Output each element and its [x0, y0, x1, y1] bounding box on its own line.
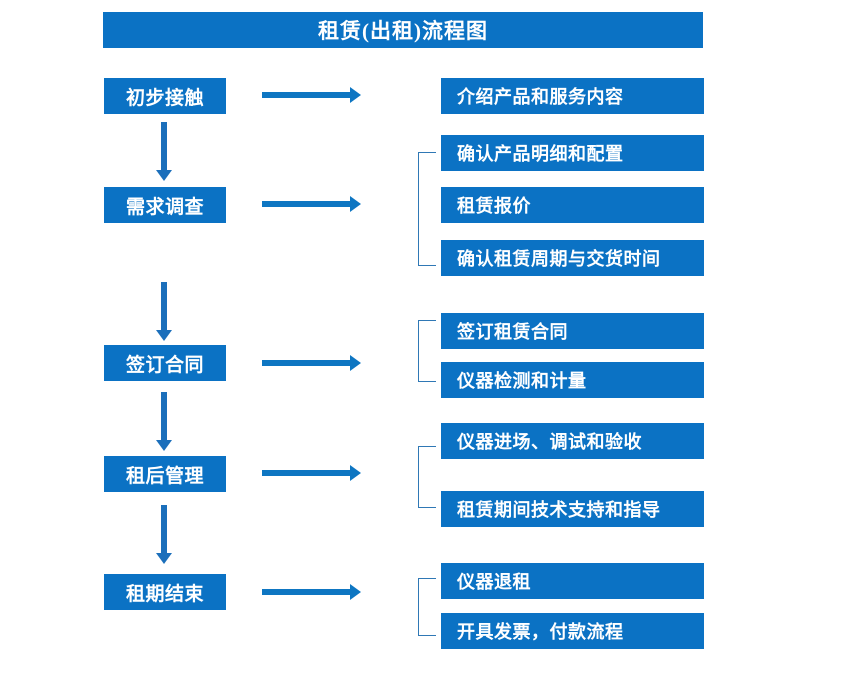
flow-arrow-down-4	[155, 505, 173, 564]
flow-arrow-down-2	[155, 282, 173, 341]
page-title: 租赁(出租)流程图	[103, 12, 703, 48]
detail-box-2-3[interactable]: 确认租赁周期与交货时间	[441, 240, 704, 276]
arrow-shaft	[161, 282, 167, 330]
arrow-head	[350, 355, 361, 371]
detail-box-4-1[interactable]: 仪器进场、调试和验收	[441, 423, 704, 459]
detail-box-2-1[interactable]: 确认产品明细和配置	[441, 135, 704, 171]
flow-arrow-down-3	[155, 392, 173, 451]
group-bracket-3	[418, 320, 436, 382]
arrow-shaft	[161, 122, 167, 170]
arrow-head	[350, 87, 361, 103]
detail-box-5-2[interactable]: 开具发票，付款流程	[441, 613, 704, 649]
arrow-head	[350, 465, 361, 481]
stage-box-4[interactable]: 租后管理	[104, 456, 226, 492]
arrow-shaft	[262, 201, 350, 207]
detail-box-3-1[interactable]: 签订租赁合同	[441, 313, 704, 349]
detail-box-2-2[interactable]: 租赁报价	[441, 187, 704, 223]
flow-arrow-right-5	[262, 583, 361, 601]
stage-box-1[interactable]: 初步接触	[104, 78, 226, 114]
arrow-head	[350, 196, 361, 212]
stage-box-2[interactable]: 需求调查	[104, 187, 226, 223]
flow-arrow-right-3	[262, 354, 361, 372]
arrow-shaft	[161, 392, 167, 440]
group-bracket-2	[418, 152, 436, 266]
detail-box-4-2[interactable]: 租赁期间技术支持和指导	[441, 491, 704, 527]
arrow-head	[350, 584, 361, 600]
stage-box-5[interactable]: 租期结束	[104, 574, 226, 610]
arrow-shaft	[262, 589, 350, 595]
group-bracket-4	[418, 446, 436, 508]
flow-arrow-right-4	[262, 464, 361, 482]
flow-arrow-down-1	[155, 122, 173, 181]
stage-box-3[interactable]: 签订合同	[104, 345, 226, 381]
flow-arrow-right-1	[262, 86, 361, 104]
arrow-head	[156, 170, 172, 181]
arrow-shaft	[262, 470, 350, 476]
arrow-head	[156, 553, 172, 564]
arrow-shaft	[161, 505, 167, 553]
detail-box-5-1[interactable]: 仪器退租	[441, 563, 704, 599]
detail-box-1-1[interactable]: 介绍产品和服务内容	[441, 78, 704, 114]
arrow-shaft	[262, 360, 350, 366]
arrow-shaft	[262, 92, 350, 98]
flow-arrow-right-2	[262, 195, 361, 213]
arrow-head	[156, 330, 172, 341]
arrow-head	[156, 440, 172, 451]
group-bracket-5	[418, 578, 436, 636]
detail-box-3-2[interactable]: 仪器检测和计量	[441, 362, 704, 398]
